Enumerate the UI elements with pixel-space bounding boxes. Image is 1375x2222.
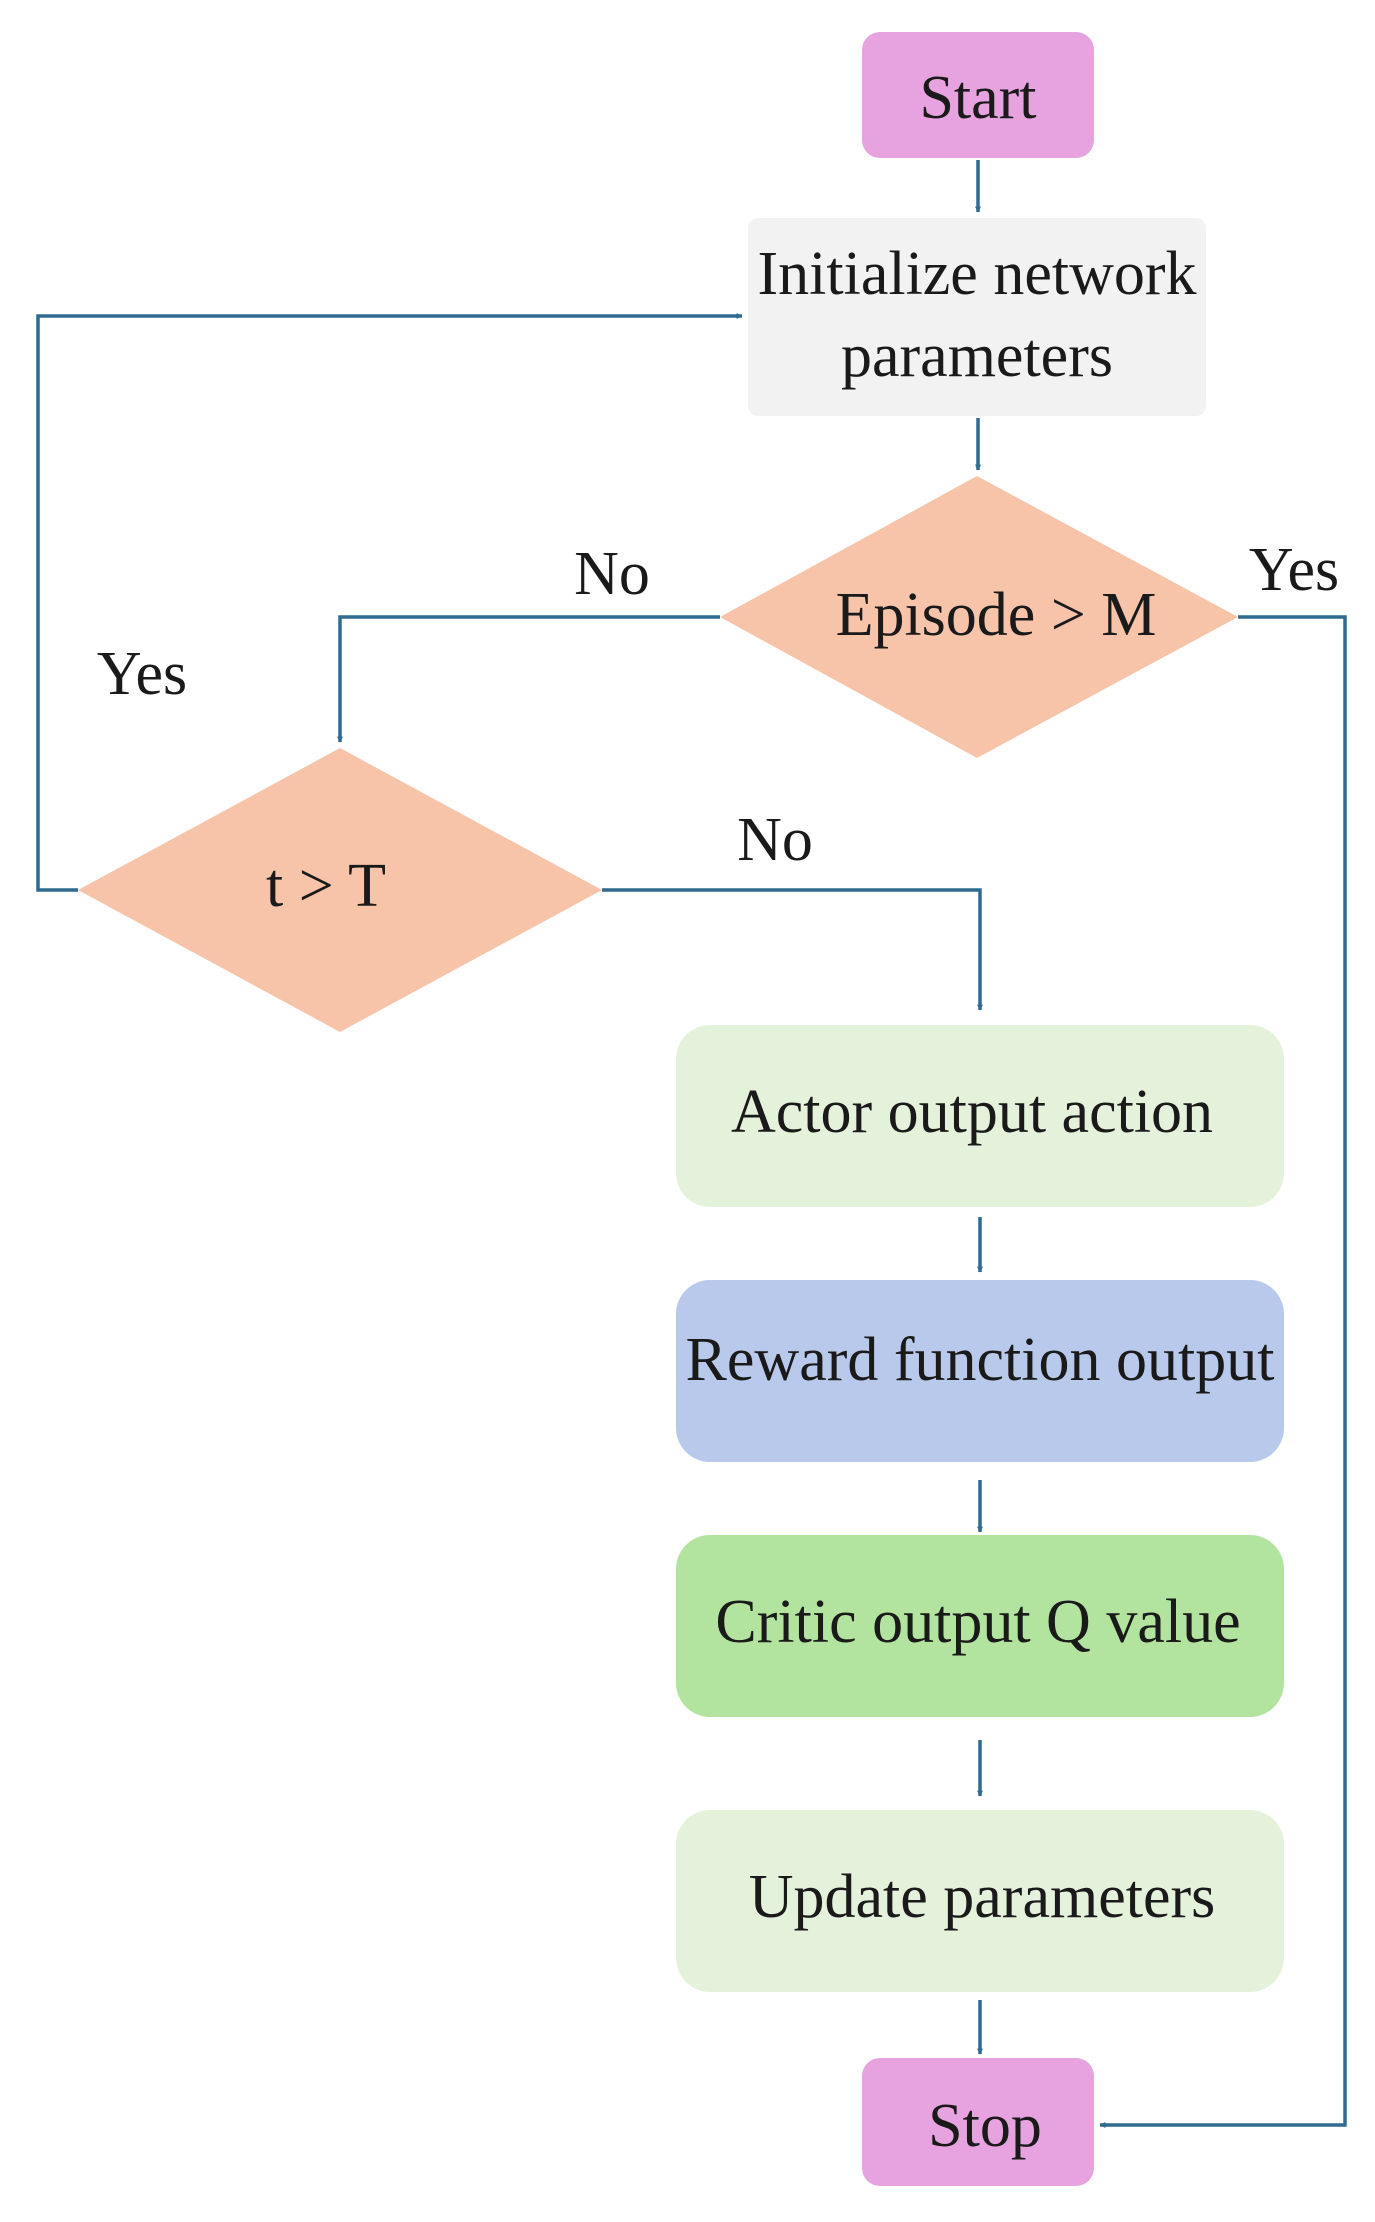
connector-t-yes-to-init <box>36 313 743 892</box>
episode-decision-label: Episode > M <box>836 581 1157 649</box>
stop-label: Stop <box>928 2092 1042 2160</box>
reward-label: Reward function output <box>686 1326 1275 1394</box>
connector-t-no-to-actor <box>602 888 983 1011</box>
update-label: Update parameters <box>749 1863 1215 1931</box>
init-label-line2: parameters <box>841 322 1113 390</box>
t-decision-label: t > T <box>266 852 386 920</box>
stop-node <box>862 2058 1094 2186</box>
start-node <box>862 32 1094 158</box>
edge-label-episode-no: No <box>574 540 650 608</box>
actor-node <box>676 1025 1284 1207</box>
edge-label-t-no: No <box>737 806 813 874</box>
t-decision-node <box>78 748 602 1032</box>
episode-decision-node <box>720 476 1238 758</box>
edge-label-episode-yes: Yes <box>1249 536 1339 604</box>
reward-node <box>676 1280 1284 1462</box>
init-node <box>748 218 1206 416</box>
actor-label: Actor output action <box>731 1078 1213 1146</box>
connector-episode-yes-to-stop <box>1099 615 1347 2128</box>
critic-label: Critic output Q value <box>715 1588 1240 1656</box>
connector-episode-no-to-t <box>337 615 720 743</box>
init-label-line1: Initialize network <box>758 240 1197 308</box>
start-label: Start <box>919 64 1036 132</box>
update-node <box>676 1810 1284 1992</box>
critic-node <box>676 1535 1284 1717</box>
edge-label-t-yes: Yes <box>97 640 187 708</box>
